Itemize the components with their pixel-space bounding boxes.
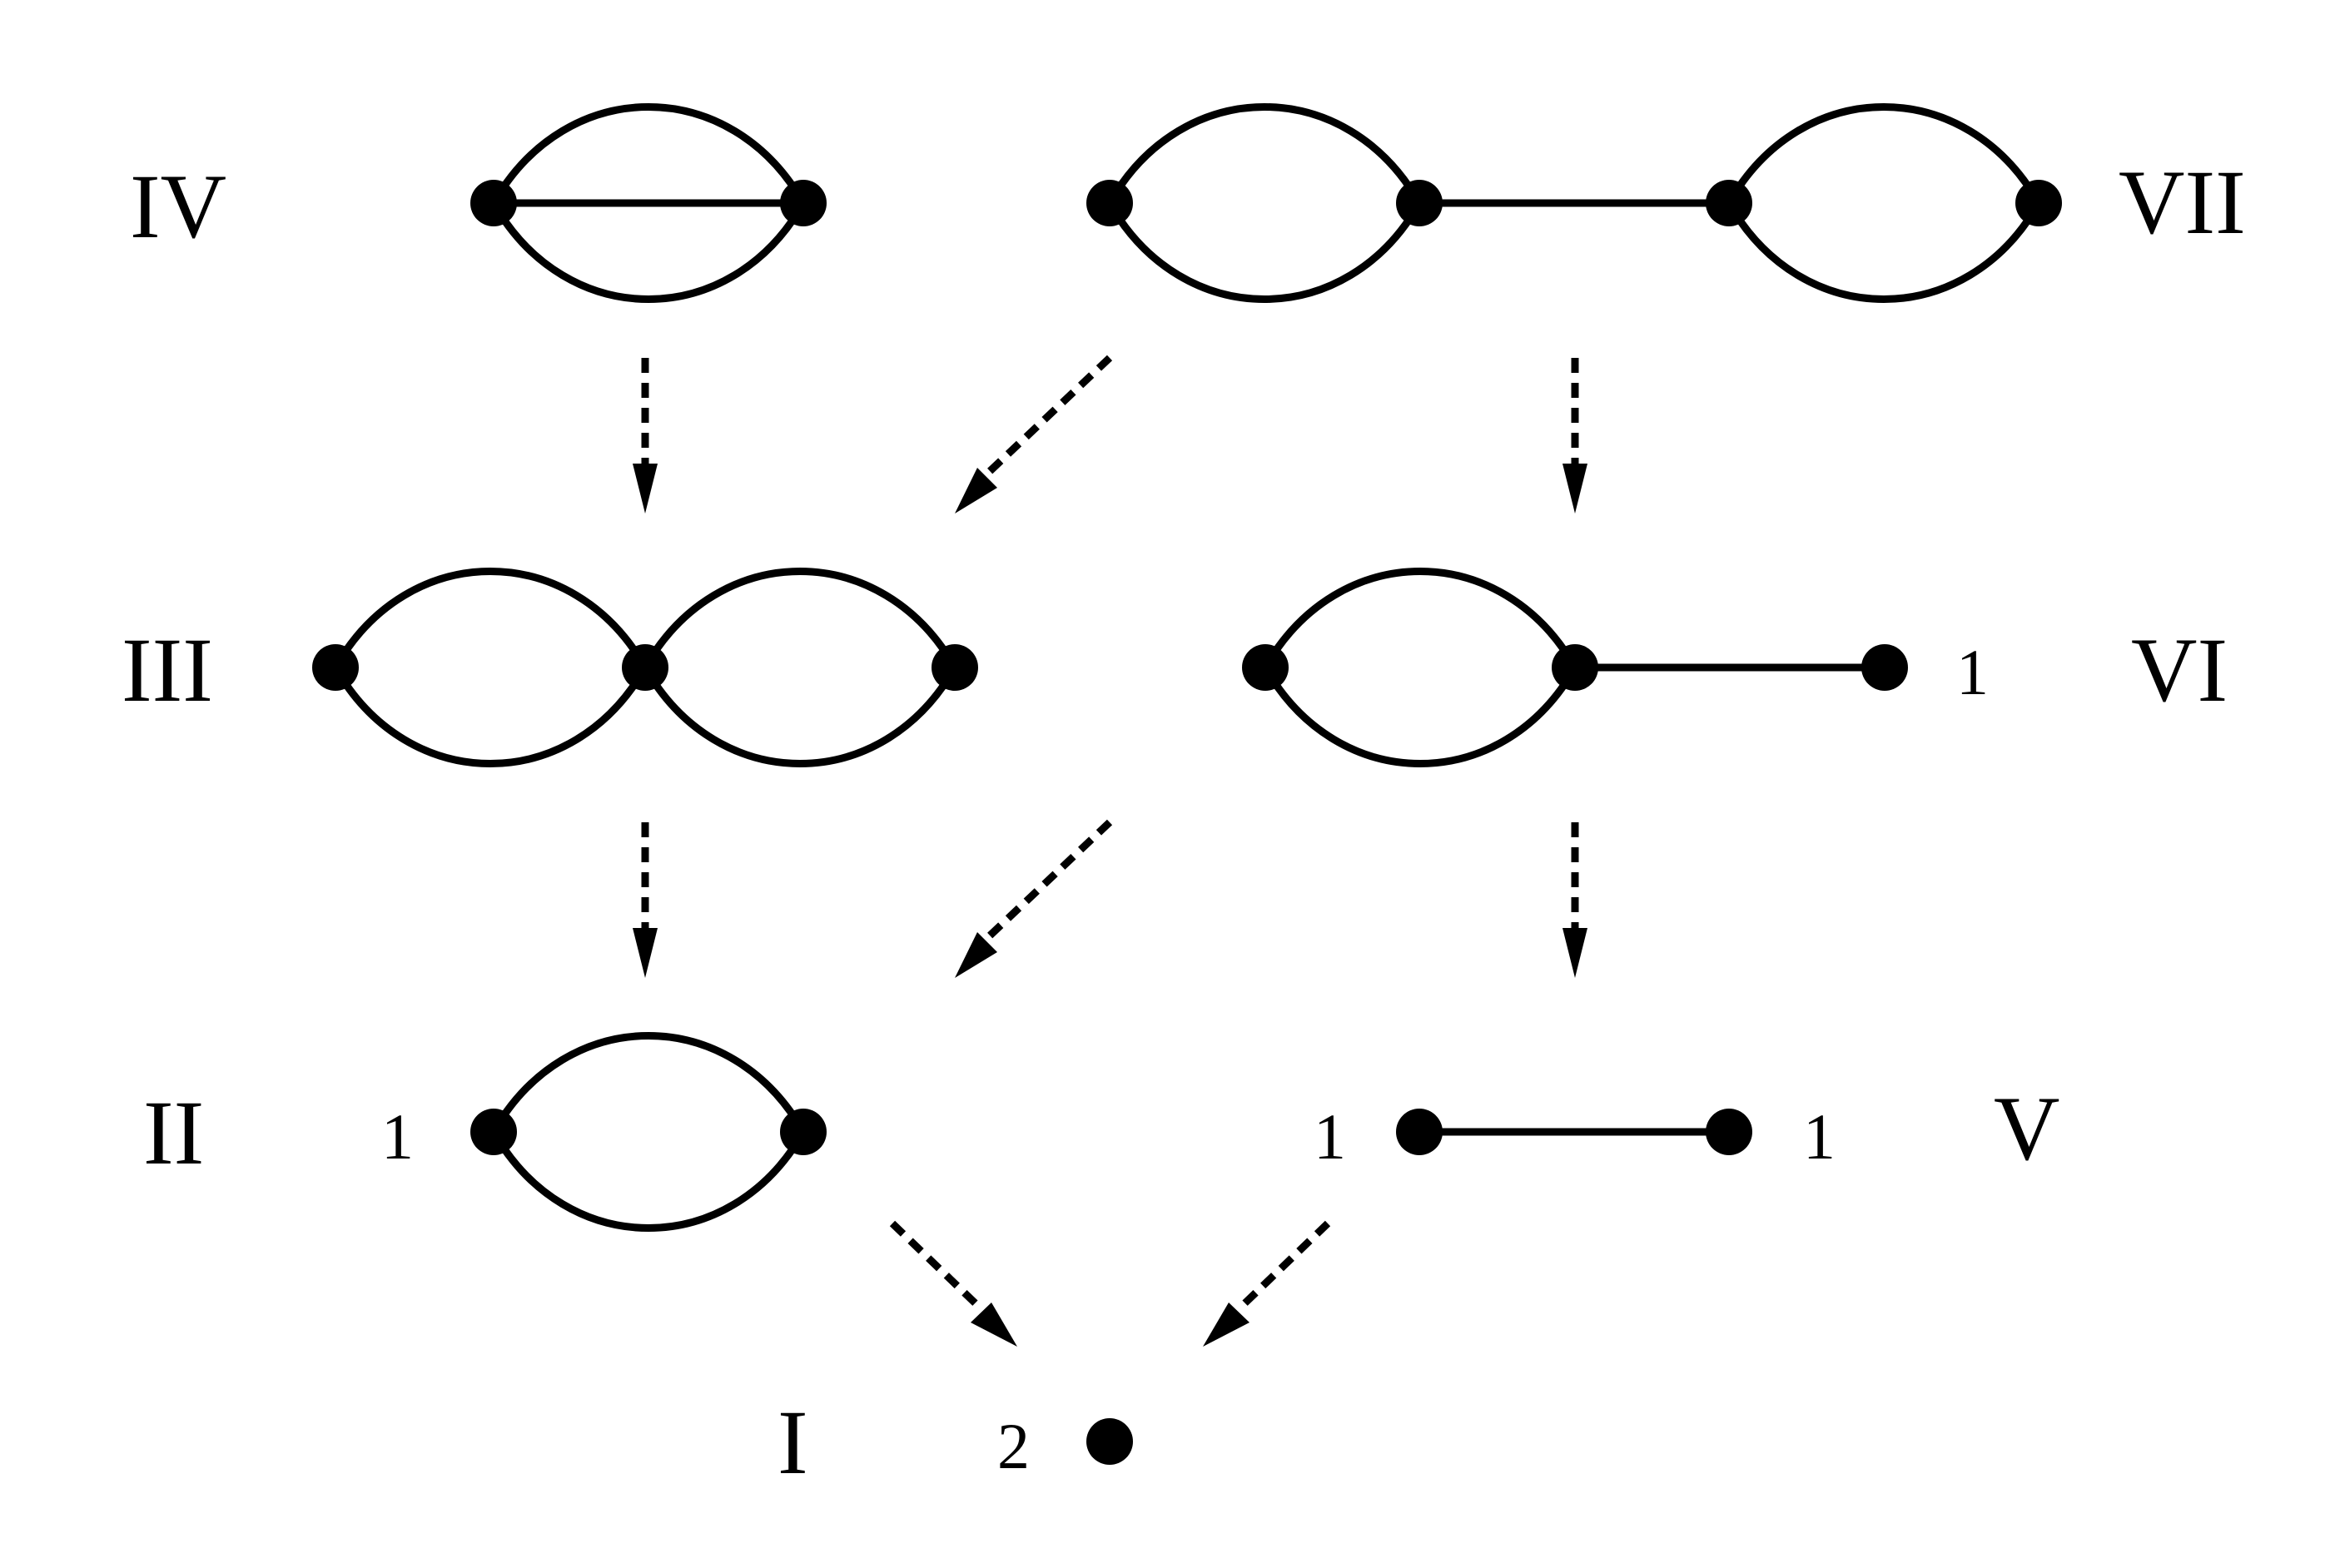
label-IV: IV [130, 156, 226, 257]
graph-III-right-bubble-top [642, 568, 958, 670]
graph-VII-vertex-3 [1706, 180, 1752, 226]
arrow-VII-to-VI [1562, 358, 1587, 514]
arrow-VI-to-V-head [1562, 928, 1587, 978]
graph-VII-vertex-4 [2015, 180, 2062, 226]
graph-III-vertex-center [622, 644, 668, 691]
graph-II-bubble-top [490, 1032, 807, 1134]
arrow-VI-to-II [955, 819, 1113, 978]
graph-III-right-bubble-bottom [642, 665, 958, 767]
graph-VII-right-bubble-top [1726, 103, 2042, 206]
graph-III [312, 568, 978, 767]
label-VII: VII [2119, 151, 2246, 253]
graph-VI-bubble-top [1262, 568, 1578, 670]
graph-II-vertex-right [780, 1109, 827, 1155]
graph-III-vertex-left [312, 644, 359, 691]
label-I: I [778, 1392, 808, 1493]
graph-II-left-weight: 1 [381, 1100, 414, 1173]
graph-IV-bottom-edge [490, 201, 807, 303]
graph-VI-end-weight: 1 [1956, 636, 1989, 708]
graph-VI-bubble-bottom [1262, 665, 1578, 767]
graph-V-left-weight: 1 [1314, 1100, 1346, 1173]
graph-IV [470, 103, 827, 303]
graph-VII-left-bubble-top [1106, 103, 1423, 206]
graph-V-right-weight: 1 [1803, 1100, 1836, 1173]
arrows [633, 355, 1587, 1347]
arrow-VI-to-II-shaft [983, 819, 1113, 942]
label-III: III [122, 619, 213, 721]
arrow-IV-to-III [633, 358, 658, 514]
graph-I-vertex [1086, 1418, 1133, 1465]
arrow-IV-to-III-head [633, 464, 658, 514]
graph-VI-vertex-end [1861, 644, 1908, 691]
graph-II-bubble-bottom [490, 1129, 807, 1232]
arrow-III-to-II [633, 822, 658, 978]
graph-I-weight: 2 [997, 1410, 1030, 1482]
arrow-V-to-I [1203, 1220, 1331, 1347]
graph-II: 1 [381, 1032, 827, 1232]
graph-VII-vertex-2 [1396, 180, 1443, 226]
graph-IV-vertex-right [780, 180, 827, 226]
arrow-VII-to-III-head [955, 468, 997, 514]
graph-I: 2 [997, 1410, 1133, 1482]
graph-III-left-bubble-top [332, 568, 648, 670]
graph-VI-vertex-left [1242, 644, 1289, 691]
label-V: V [1994, 1078, 2059, 1179]
arrow-VI-to-II-head [955, 932, 997, 978]
graph-III-left-bubble-bottom [332, 665, 648, 767]
graph-IV-top-edge [490, 103, 807, 206]
graph-V: 1 1 [1314, 1100, 1836, 1173]
arrow-VI-to-V [1562, 822, 1587, 978]
graph-III-vertex-right [932, 644, 978, 691]
graph-VI: 1 [1242, 568, 1989, 767]
graph-VII-right-bubble-bottom [1726, 201, 2042, 303]
arrow-II-to-I-head [971, 1303, 1017, 1347]
graph-VII [1086, 103, 2062, 303]
arrow-V-to-I-shaft [1236, 1220, 1331, 1312]
arrow-VII-to-III [955, 355, 1113, 514]
arrow-VII-to-III-shaft [983, 355, 1113, 478]
label-II: II [143, 1082, 204, 1183]
graph-V-vertex-left [1396, 1109, 1443, 1155]
graph-VII-left-bubble-bottom [1106, 201, 1423, 303]
graph-VII-vertex-1 [1086, 180, 1133, 226]
arrow-II-to-I-shaft [889, 1220, 984, 1312]
label-VI: VI [2131, 619, 2228, 721]
arrow-VII-to-VI-head [1562, 464, 1587, 514]
arrow-V-to-I-head [1203, 1303, 1249, 1347]
arrow-II-to-I [889, 1220, 1017, 1347]
arrow-III-to-II-head [633, 928, 658, 978]
graph-II-vertex-left [470, 1109, 517, 1155]
graph-V-vertex-right [1706, 1109, 1752, 1155]
graph-IV-vertex-left [470, 180, 517, 226]
graph-VI-vertex-middle [1552, 644, 1598, 691]
